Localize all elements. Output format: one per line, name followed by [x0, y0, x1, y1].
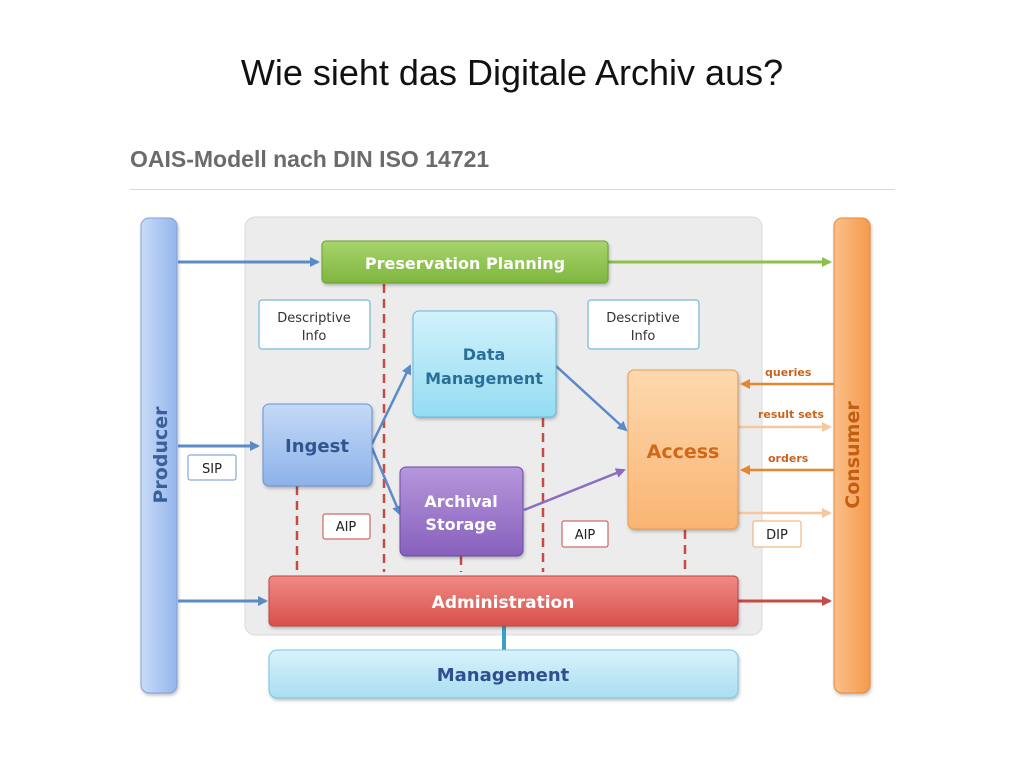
- archival-storage-box: Archival Storage: [399, 466, 524, 557]
- management-box: Management: [268, 649, 739, 699]
- descriptive-info-right-line1: Descriptive: [606, 311, 680, 326]
- descriptive-info-right-line2: Info: [631, 329, 656, 344]
- orders-label: orders: [768, 452, 809, 465]
- sip-label: SIP: [202, 462, 222, 477]
- queries-label: queries: [765, 366, 812, 379]
- management-label: Management: [437, 665, 570, 686]
- access-label: Access: [647, 441, 720, 463]
- consumer-bar: Consumer: [833, 217, 871, 694]
- producer-bar: Producer: [140, 217, 178, 694]
- data-management-box: Data Management: [412, 310, 557, 418]
- descriptive-info-left-line1: Descriptive: [277, 311, 351, 326]
- access-box: Access: [627, 369, 739, 530]
- ingest-label: Ingest: [285, 436, 349, 457]
- aip-left-tag: AIP: [322, 513, 371, 540]
- dip-tag: DIP: [752, 520, 802, 548]
- sip-tag: SIP: [187, 454, 237, 481]
- ingest-to-data-management-arrow: [370, 364, 412, 445]
- diagram-subtitle: OAIS-Modell nach DIN ISO 14721: [130, 146, 490, 172]
- aip-left-label: AIP: [336, 520, 357, 535]
- data-management-line1: Data: [463, 345, 506, 364]
- ingest-box: Ingest: [262, 403, 373, 487]
- descriptive-info-left-box: Descriptive Info: [258, 299, 371, 350]
- dashed-connectors: [295, 284, 687, 572]
- subtitle-divider: [130, 189, 895, 190]
- aip-right-tag: AIP: [561, 520, 609, 548]
- consumer-label: Consumer: [842, 401, 864, 509]
- archival-storage-line2: Storage: [425, 515, 496, 534]
- data-management-line2: Management: [425, 369, 543, 388]
- producer-label: Producer: [150, 406, 172, 504]
- aip-right-label: AIP: [575, 528, 596, 543]
- data-management-to-access-arrow: [555, 365, 628, 432]
- preservation-planning-label: Preservation Planning: [365, 254, 565, 273]
- preservation-planning-box: Preservation Planning: [321, 240, 609, 284]
- descriptive-info-left-line2: Info: [302, 329, 327, 344]
- storage-to-access-arrow: [523, 468, 626, 512]
- descriptive-info-right-box: Descriptive Info: [587, 299, 700, 350]
- archival-storage-line1: Archival: [424, 492, 497, 511]
- dip-label: DIP: [766, 528, 788, 543]
- result-sets-label: result sets: [758, 408, 824, 421]
- administration-box: Administration: [268, 575, 739, 627]
- administration-label: Administration: [432, 593, 575, 613]
- ingest-to-storage-arrow: [370, 447, 402, 516]
- slide-title: Wie sieht das Digitale Archiv aus?: [240, 52, 784, 93]
